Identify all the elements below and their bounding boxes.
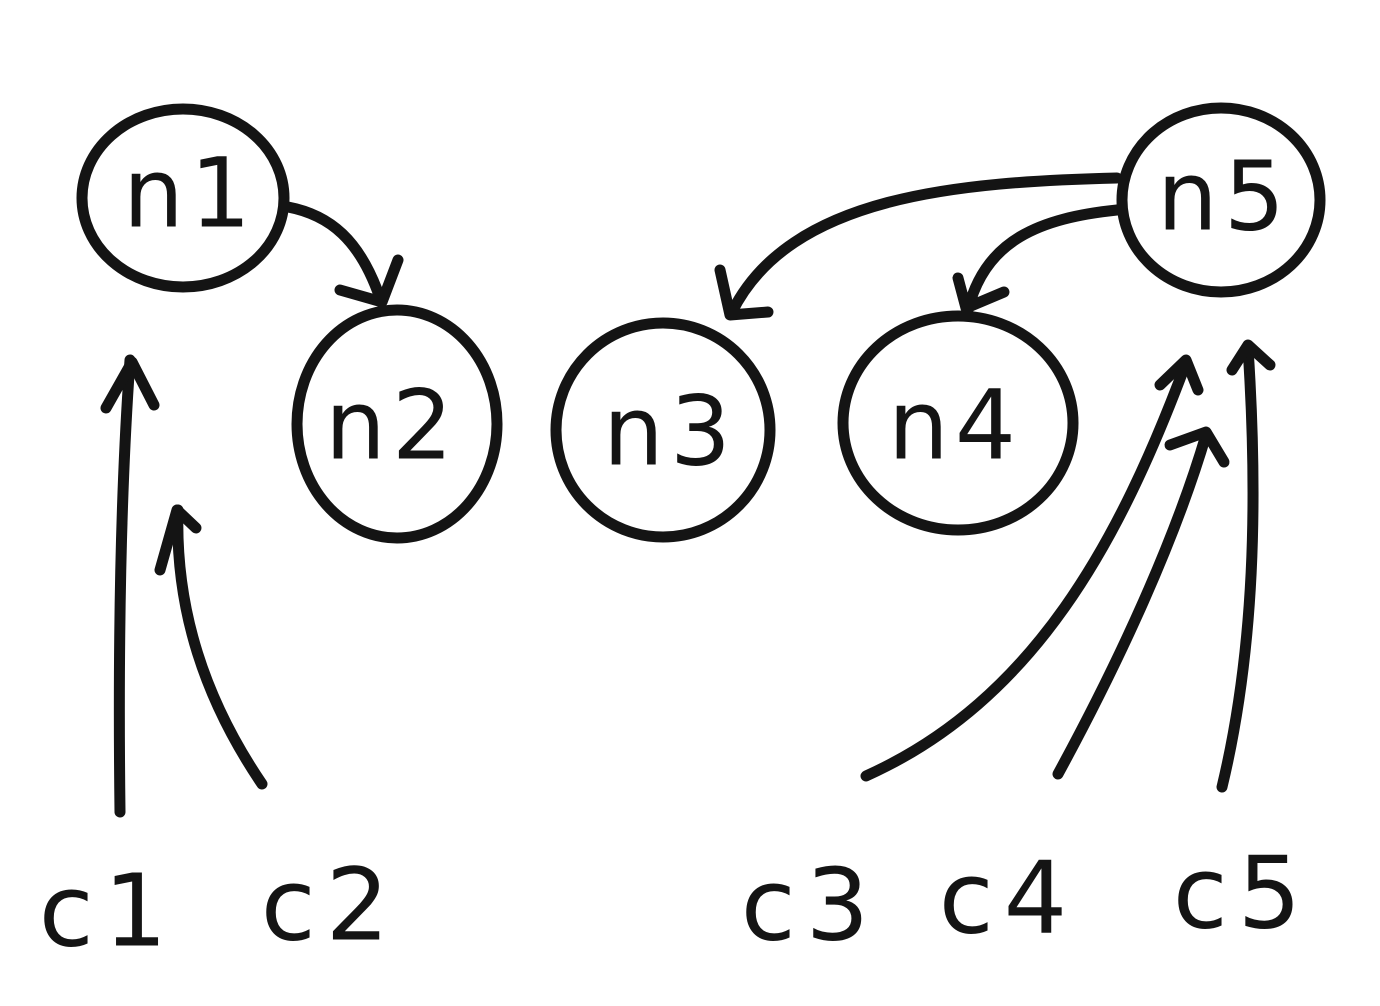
edge-c5-n5 — [1216, 339, 1276, 793]
clients: c1 c2 c3 c4 c5 — [39, 834, 1312, 969]
client-label-c5: c5 — [1173, 834, 1312, 951]
nodes: n1 n2 n3 n4 n5 — [76, 102, 1326, 544]
client-label-c3: c3 — [741, 846, 880, 963]
node-n5: n5 — [1116, 102, 1326, 298]
edge-c3-n5 — [860, 354, 1204, 782]
edge-c2-n1 — [154, 504, 268, 790]
node-label-n5: n5 — [1157, 140, 1291, 252]
edge-n5-n4 — [952, 204, 1123, 316]
node-n4: n4 — [837, 310, 1079, 536]
node-label-n2: n2 — [325, 369, 459, 481]
edge-n5-n3 — [714, 172, 1123, 321]
node-n3: n3 — [550, 317, 776, 543]
node-n2: n2 — [291, 304, 503, 544]
node-label-n1: n1 — [123, 137, 257, 249]
node-label-n3: n3 — [603, 375, 737, 487]
edges — [100, 172, 1276, 818]
client-label-c2: c2 — [261, 846, 400, 963]
edge-c1-n1 — [100, 354, 160, 818]
edge-c4-n5 — [1052, 426, 1230, 780]
node-label-n4: n4 — [888, 369, 1022, 481]
edge-n1-n2 — [282, 201, 404, 308]
client-label-c1: c1 — [39, 852, 178, 969]
client-label-c4: c4 — [939, 839, 1078, 956]
node-n1: n1 — [76, 103, 290, 293]
